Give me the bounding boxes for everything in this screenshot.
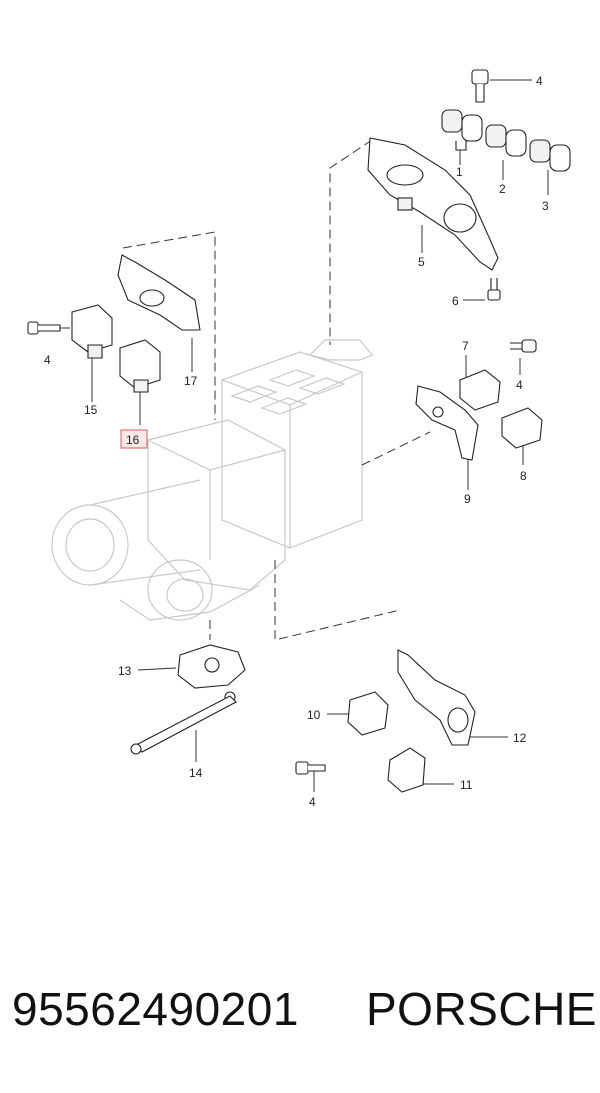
callout-4-left: 4 — [44, 353, 51, 367]
part-valve-2 — [485, 124, 527, 157]
callout-labels: 1 2 3 4 5 6 4 15 16 17 7 4 8 9 13 14 10 … — [44, 74, 549, 809]
footer: 95562490201 PORSCHE — [0, 982, 600, 1052]
part-actuator-16 — [119, 339, 161, 393]
part-number: 95562490201 — [12, 983, 299, 1035]
callout-5: 5 — [418, 255, 425, 269]
part-bracket-12 — [397, 649, 476, 746]
callout-9: 9 — [464, 492, 471, 506]
part-actuator-13 — [177, 644, 246, 703]
callout-7: 7 — [462, 339, 469, 353]
callout-17: 17 — [184, 374, 198, 388]
callout-15: 15 — [84, 403, 98, 417]
callout-11: 11 — [460, 778, 473, 792]
part-valve-3 — [529, 139, 571, 172]
callout-2: 2 — [499, 182, 506, 196]
part-bracket-17 — [117, 254, 201, 331]
callout-13: 13 — [118, 664, 132, 678]
part-bracket-5 — [367, 137, 499, 271]
callout-3: 3 — [542, 199, 549, 213]
part-linkage-14 — [130, 695, 237, 755]
part-screw-lower — [295, 761, 326, 775]
callout-16-highlight — [120, 429, 148, 449]
callout-8: 8 — [520, 469, 527, 483]
callout-6: 6 — [452, 294, 459, 308]
callout-1: 1 — [456, 165, 463, 179]
heater-housing-ghost — [51, 339, 373, 621]
part-actuator-15 — [71, 304, 113, 359]
part-bracket-9 — [415, 385, 479, 461]
brand-name: PORSCHE — [366, 983, 597, 1035]
assembly-lines — [122, 139, 431, 641]
callout-4-lower: 4 — [309, 795, 316, 809]
callout-10: 10 — [307, 708, 321, 722]
part-screw-6 — [487, 278, 501, 301]
callout-4-top: 4 — [536, 74, 543, 88]
part-actuator-8 — [501, 407, 543, 449]
callout-14: 14 — [189, 766, 203, 780]
part-actuator-10 — [347, 691, 389, 736]
callout-4-right: 4 — [516, 378, 523, 392]
part-actuator-11 — [387, 747, 426, 793]
part-screw-top — [471, 69, 489, 103]
part-screw-left — [27, 321, 61, 335]
part-screw-right — [510, 339, 537, 353]
part-actuator-7 — [459, 369, 501, 411]
callout-16: 16 — [126, 433, 140, 447]
part-valve-1 — [441, 109, 483, 151]
callout-12: 12 — [513, 731, 527, 745]
